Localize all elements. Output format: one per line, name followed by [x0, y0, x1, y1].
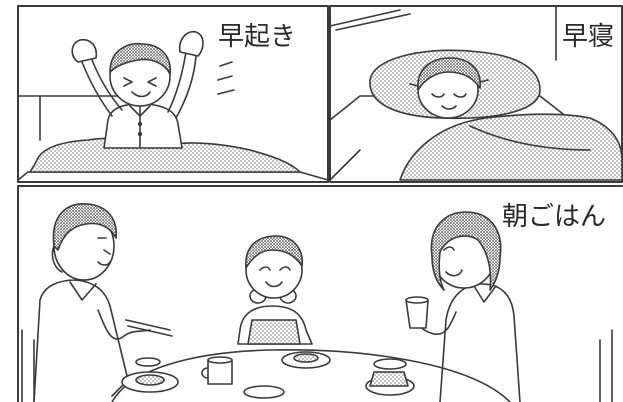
caption-early-sleep: 早寝	[560, 22, 617, 52]
boy-sleeping-icon	[329, 5, 623, 181]
boy-stretching-icon	[17, 30, 329, 181]
caption-breakfast: 朝ごはん	[500, 202, 609, 232]
father-icon	[21, 203, 173, 402]
caption-early-rising: 早起き	[216, 22, 299, 52]
child-icon	[237, 235, 313, 345]
panel-borders	[17, 5, 623, 402]
mother-icon	[405, 211, 613, 402]
dining-table-icon	[111, 349, 511, 402]
